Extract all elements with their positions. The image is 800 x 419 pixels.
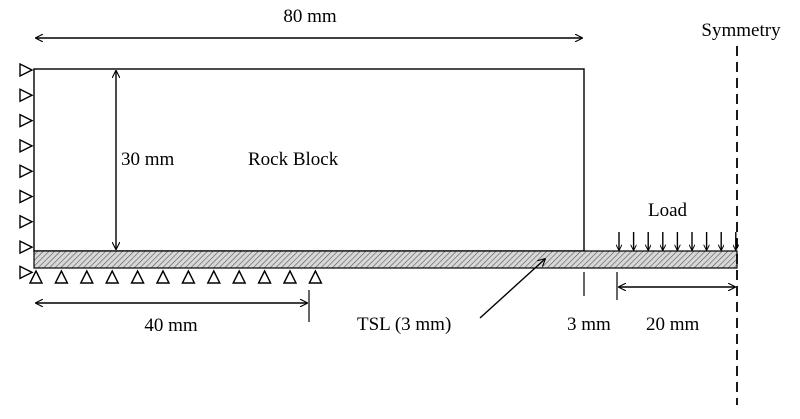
label-rock-block: Rock Block (248, 149, 339, 170)
left-roller-supports (19, 62, 34, 280)
label-load: Load (648, 200, 688, 221)
left-support-triangle (19, 265, 34, 280)
bottom-support-triangle (28, 269, 44, 284)
left-support-triangle (19, 113, 34, 128)
label-tsl: TSL (3 mm) (357, 314, 451, 335)
left-support-triangle (19, 214, 34, 229)
bottom-support-triangle (155, 269, 171, 284)
tsl-leader-arrow (479, 259, 545, 319)
left-support-triangle (19, 164, 34, 179)
bottom-support-triangle (282, 269, 298, 284)
left-support-triangle (19, 189, 34, 204)
bottom-support-triangle (105, 269, 120, 284)
bottom-support-triangle (308, 269, 323, 284)
label-80mm: 80 mm (283, 6, 337, 27)
bottom-support-triangle (206, 269, 221, 284)
left-support-triangle (19, 62, 34, 78)
bottom-roller-supports (28, 269, 323, 284)
bottom-support-triangle (79, 269, 94, 284)
label-3mm: 3 mm (567, 314, 611, 335)
bottom-support-triangle (181, 269, 196, 284)
bottom-support-triangle (257, 269, 272, 284)
distributed-load-arrows (619, 232, 736, 250)
label-30mm: 30 mm (121, 149, 175, 170)
left-support-triangle (19, 88, 34, 103)
label-40mm: 40 mm (144, 315, 198, 336)
bottom-support-triangle (130, 269, 145, 284)
label-20mm: 20 mm (646, 314, 700, 335)
bottom-support-triangle (232, 269, 247, 284)
left-support-triangle (19, 138, 34, 154)
bottom-support-triangle (54, 269, 69, 284)
label-symmetry: Symmetry (701, 20, 781, 41)
left-support-triangle (19, 239, 34, 255)
rock-block-rect (33, 68, 585, 252)
tsl-layer (33, 250, 738, 269)
